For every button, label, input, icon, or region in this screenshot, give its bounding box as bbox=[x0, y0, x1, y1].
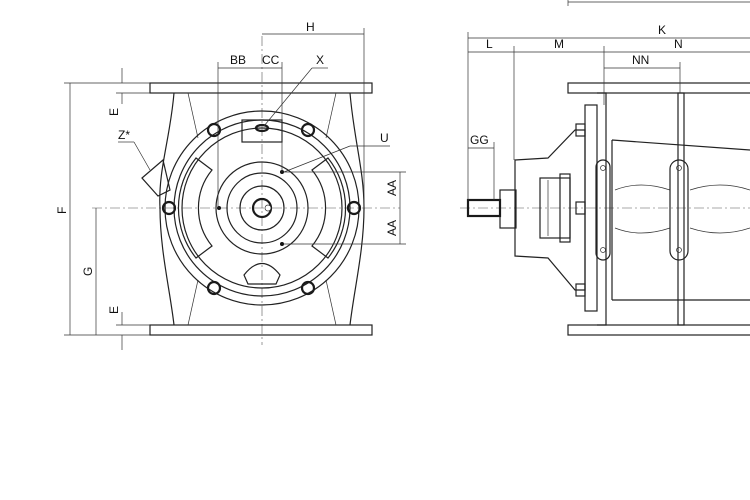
dim-h-label: H bbox=[306, 20, 315, 34]
dim-g-label: G bbox=[81, 267, 95, 276]
hub-inner bbox=[239, 185, 285, 231]
bottom-flange bbox=[149, 324, 373, 336]
housing-right-wall bbox=[349, 92, 365, 326]
bearing-housing bbox=[514, 129, 586, 291]
dim-cc-label: CC bbox=[262, 53, 280, 67]
dim-e-bottom-label: E bbox=[107, 306, 121, 314]
dim-f-label: F bbox=[55, 207, 69, 214]
left-kidney-slot bbox=[177, 157, 213, 259]
bolt-top-left bbox=[206, 122, 222, 138]
dim-e-top-label: E bbox=[107, 108, 121, 116]
inner-ring bbox=[181, 127, 343, 289]
dim-l-label: L bbox=[486, 37, 493, 51]
right-kidney-slot bbox=[311, 157, 347, 259]
dim-bb-label: BB bbox=[230, 53, 246, 67]
housing-ribs bbox=[187, 92, 337, 326]
side-hole-3 bbox=[676, 165, 682, 171]
side-hole-4 bbox=[676, 247, 682, 253]
bearing-flange bbox=[559, 173, 571, 243]
shaft-collar bbox=[499, 189, 517, 229]
top-flange bbox=[149, 82, 373, 94]
side-view: K L M N NN GG bbox=[460, 0, 750, 336]
dim-gg-label: GG bbox=[470, 133, 489, 147]
end-frame bbox=[597, 92, 607, 326]
front-view: H BB CC X U Z* F G E bbox=[55, 20, 406, 350]
bolt-bottom-right bbox=[300, 280, 316, 296]
side-shaft-end bbox=[466, 198, 502, 218]
bottom-lug bbox=[243, 262, 281, 285]
inlet-stub bbox=[141, 158, 171, 197]
bolt-right bbox=[346, 200, 362, 216]
leader-z bbox=[133, 141, 151, 171]
side-hole-1 bbox=[600, 165, 606, 171]
dim-z-label: Z* bbox=[118, 128, 130, 142]
housing-left-wall bbox=[159, 92, 175, 326]
side-hole-2 bbox=[600, 247, 606, 253]
bolt-bottom-left bbox=[206, 280, 222, 296]
bolt-left bbox=[161, 200, 177, 216]
shaft-key bbox=[264, 204, 272, 212]
side-top-flange bbox=[567, 82, 750, 94]
dim-aa-upper-label: AA bbox=[385, 180, 399, 196]
leader-u bbox=[283, 145, 351, 173]
side-housing bbox=[611, 139, 750, 301]
plug-x bbox=[254, 123, 270, 133]
hub-outer bbox=[215, 161, 309, 255]
dim-aa-lower-label: AA bbox=[385, 220, 399, 236]
dim-m-label: M bbox=[554, 37, 564, 51]
tie-rod bbox=[677, 92, 685, 326]
side-rotor-lines bbox=[614, 184, 750, 234]
dim-x-label: X bbox=[316, 53, 324, 67]
leader-x bbox=[263, 67, 313, 127]
hole-left bbox=[217, 206, 221, 210]
dim-nn-label: NN bbox=[632, 53, 649, 67]
side-lug-left bbox=[595, 159, 611, 261]
bolt-top-right bbox=[300, 122, 316, 138]
dim-u-label: U bbox=[380, 131, 389, 145]
dim-k-label: K bbox=[658, 23, 666, 37]
side-bottom-flange bbox=[567, 324, 750, 336]
hole-lower bbox=[280, 242, 284, 246]
hub-middle bbox=[226, 172, 298, 244]
dim-n-label: N bbox=[674, 37, 683, 51]
side-lug-middle bbox=[669, 159, 689, 261]
